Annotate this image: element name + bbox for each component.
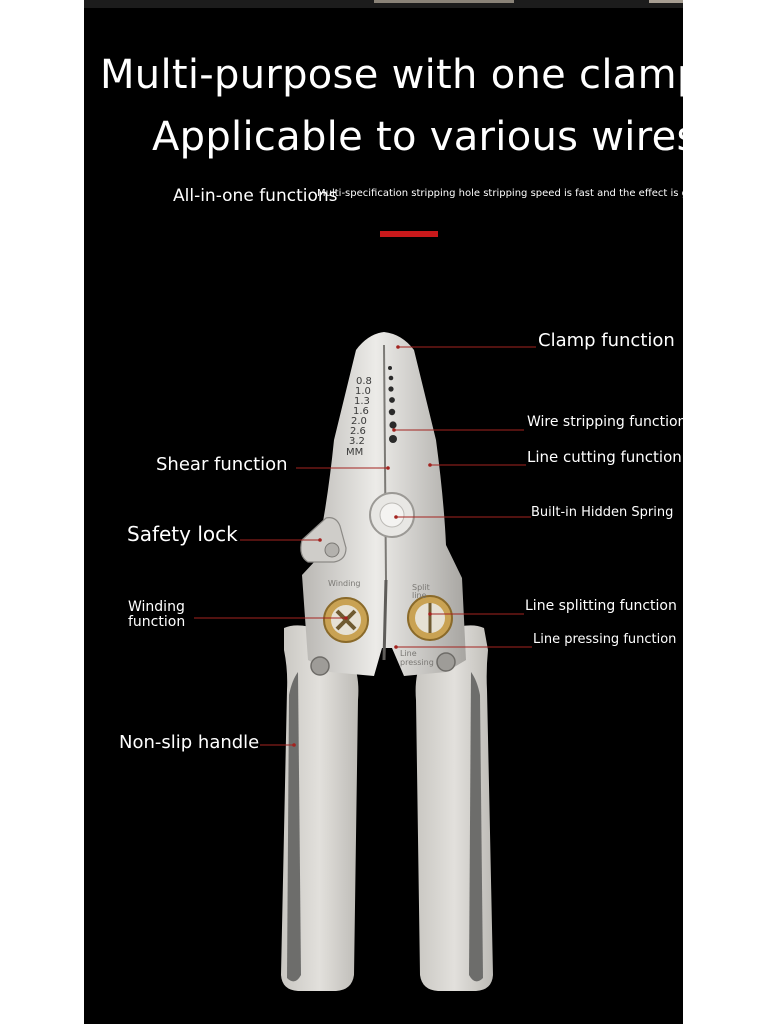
svg-text:MM: MM [346,447,363,458]
label-line-cutting-function: Line cutting function [527,448,682,466]
svg-text:Split: Split [412,583,430,592]
label-built-in-hidden-spring: Built-in Hidden Spring [531,505,674,520]
svg-text:2.6: 2.6 [350,426,366,437]
stripping-holes [388,366,397,443]
svg-text:pressing: pressing [400,658,434,667]
svg-text:Line: Line [400,649,417,658]
top-image-strip [84,0,683,8]
svg-text:1.6: 1.6 [353,406,369,417]
label-safety-lock: Safety lock [127,522,238,546]
label-line-splitting-function: Line splitting function [525,598,677,614]
headline-line-1: Multi-purpose with one clamp [100,52,683,98]
svg-text:3.2: 3.2 [349,436,365,447]
label-wire-stripping-function: Wire stripping function [527,414,683,430]
label-non-slip-handle: Non-slip handle [119,732,260,753]
svg-text:1.3: 1.3 [354,396,370,407]
accent-divider [380,231,438,237]
left-handle [281,625,359,991]
label-clamp-function: Clamp function [538,330,675,351]
label-shear-function: Shear function [156,454,288,475]
product-panel: Multi-purpose with one clamp Applicable … [84,0,683,1024]
svg-text:2.0: 2.0 [351,416,367,427]
subtitle-right: Multi-specification stripping hole strip… [317,188,683,199]
svg-text:0.8: 0.8 [356,376,372,387]
label-line-pressing-function: Line pressing function [533,632,677,647]
label-winding-function: Winding function [128,599,186,630]
headline-line-2: Applicable to various wires [152,114,683,160]
subtitle-left: All-in-one functions [173,186,338,206]
right-grip [469,672,483,982]
callout-lines [194,346,536,746]
wire-stripper-pliers-illustration: 0.8 1.0 1.3 1.6 2.0 2.6 3.2 MM Winding S… [194,332,536,991]
left-grip [287,672,301,982]
gauge-markings: 0.8 1.0 1.3 1.6 2.0 2.6 3.2 MM [346,376,372,458]
svg-text:1.0: 1.0 [355,386,371,397]
svg-text:line: line [412,591,427,600]
svg-text:Winding: Winding [328,579,360,588]
